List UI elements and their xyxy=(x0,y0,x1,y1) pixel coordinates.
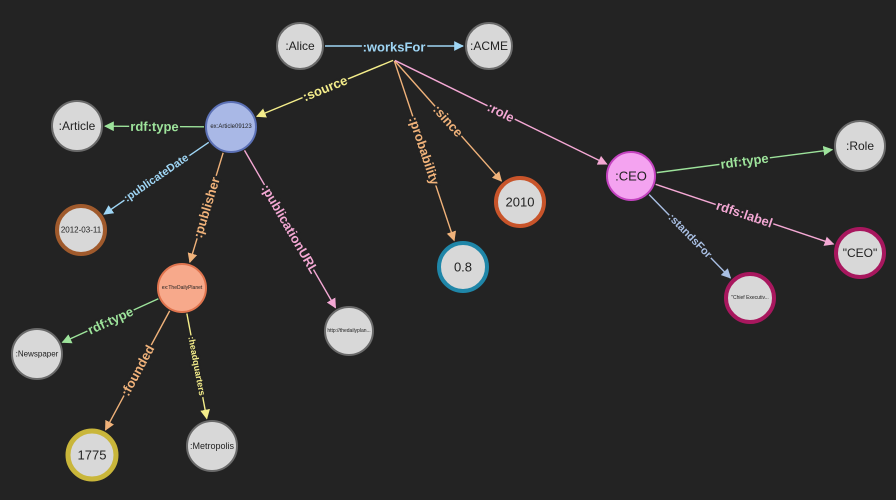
edge-label-publicatedate: :publicateDate xyxy=(122,152,191,205)
node-label-role: :Role xyxy=(846,139,874,153)
edges-layer xyxy=(61,41,835,431)
edge-founded-to-y1775 xyxy=(104,310,171,431)
edge-rdf-type-to-article xyxy=(104,121,205,132)
node-ex-thedailyplanet[interactable]: ex:TheDailyPlanet xyxy=(157,263,207,313)
edge-label-since: :since xyxy=(430,102,466,140)
node-circle-role xyxy=(834,120,886,172)
edge-label-standsfor: :standsFor xyxy=(666,212,715,262)
node-circle-0-8 xyxy=(437,241,489,293)
node-circle-acme xyxy=(465,22,513,70)
node-0-8[interactable]: 0.8 xyxy=(437,241,489,293)
node-newspaper[interactable]: :Newspaper xyxy=(11,328,63,380)
node-circle-2012-03-11 xyxy=(55,204,107,256)
edge-headquarters-to-metropolis xyxy=(186,313,210,420)
edge-rdf-type-to-newspaper xyxy=(61,298,159,344)
edge-rdfs-label-to-ceolit xyxy=(655,183,835,246)
nodes-layer: :Alice :ACME ex:Article09123 :Article 2012-0… xyxy=(11,22,886,482)
node-circle-alice xyxy=(276,22,324,70)
node-alice[interactable]: :Alice xyxy=(276,22,324,70)
edge-label-probability: :probability xyxy=(406,115,443,188)
node-label-ex-thedailyplanet: ex:TheDailyPlanet xyxy=(162,285,203,291)
edge-standsfor-to-chief xyxy=(648,194,732,279)
edge-label-rdf-type: rdf:type xyxy=(85,304,135,338)
node-circle-article xyxy=(51,100,103,152)
node-label-newspaper: :Newspaper xyxy=(16,350,59,359)
node-label-chief-executiv: "Chief Executiv... xyxy=(731,295,769,301)
edge-role-to-ceo xyxy=(394,59,608,165)
node-label-2010: 2010 xyxy=(506,195,535,210)
node-circle-newspaper xyxy=(11,328,63,380)
edge-since-to-y2010 xyxy=(394,60,503,182)
edge-rdf-type-to-role xyxy=(656,145,834,174)
node-label-ceo: :CEO xyxy=(615,169,647,184)
edge-labels-layer: :worksFor :source :since:probability :role r… xyxy=(83,38,776,401)
edge-probability-to-p08 xyxy=(393,60,457,242)
edge-publicatedate-to-date xyxy=(103,141,210,215)
edge-label-role: :role xyxy=(485,99,517,125)
node-circle-chief-executiv xyxy=(724,272,776,324)
node-label-2012-03-11: 2012-03-11 xyxy=(61,226,102,235)
node-circle-metropolis xyxy=(186,420,238,472)
node-role[interactable]: :Role xyxy=(834,120,886,172)
node-label-article: :Article xyxy=(59,119,96,133)
edge-label-headquarters: :headquarters xyxy=(186,336,207,397)
node-label-metropolis: :Metropolis xyxy=(190,441,235,451)
node-circle-ceo xyxy=(606,151,656,201)
node-circle-http-thedailyplan xyxy=(324,306,374,356)
node-ceo[interactable]: :CEO xyxy=(606,151,656,201)
edge-publisher-to-dailyplanet xyxy=(187,152,224,264)
node-ceo[interactable]: "CEO" xyxy=(834,227,886,279)
node-label-0-8: 0.8 xyxy=(454,260,472,275)
node-label-ex-article09123: ex:Article09123 xyxy=(210,124,252,130)
edge-label-founded: :founded xyxy=(118,342,158,398)
node-2012-03-11[interactable]: 2012-03-11 xyxy=(55,204,107,256)
node-circle-ex-thedailyplanet xyxy=(157,263,207,313)
node-label-alice: :Alice xyxy=(285,39,315,53)
node-label-acme: :ACME xyxy=(470,39,508,53)
node-circle-2010 xyxy=(494,176,546,228)
node-ex-article09123[interactable]: ex:Article09123 xyxy=(205,101,257,153)
edge-label-publicationurl: :publicationURL xyxy=(258,182,321,276)
node-1775[interactable]: 1775 xyxy=(65,428,119,482)
edge-publicationurl-to-url xyxy=(243,150,337,309)
node-label-http-thedailyplan: http://thedailyplan... xyxy=(327,328,370,334)
node-circle-1775 xyxy=(65,428,119,482)
node-2010[interactable]: 2010 xyxy=(494,176,546,228)
node-circle-ceo xyxy=(834,227,886,279)
edge-label-rdfs-label: rdfs:label xyxy=(714,198,774,231)
edge-label-rdf-type: rdf:type xyxy=(720,151,770,172)
edge-label-source: :source xyxy=(300,73,349,105)
edge-source-to-article09123 xyxy=(255,59,394,118)
node-article[interactable]: :Article xyxy=(51,100,103,152)
edge-label-publisher: :publisher xyxy=(190,175,223,239)
edge-label-rdf-type: rdf:type xyxy=(130,119,178,134)
node-metropolis[interactable]: :Metropolis xyxy=(186,420,238,472)
node-label-ceo: "CEO" xyxy=(843,246,878,260)
node-acme[interactable]: :ACME xyxy=(465,22,513,70)
edge-label-worksfor: :worksFor xyxy=(363,40,426,55)
node-http-thedailyplan[interactable]: http://thedailyplan... xyxy=(324,306,374,356)
node-label-1775: 1775 xyxy=(78,448,107,463)
node-chief-executiv[interactable]: "Chief Executiv... xyxy=(724,272,776,324)
node-circle-ex-article09123 xyxy=(205,101,257,153)
